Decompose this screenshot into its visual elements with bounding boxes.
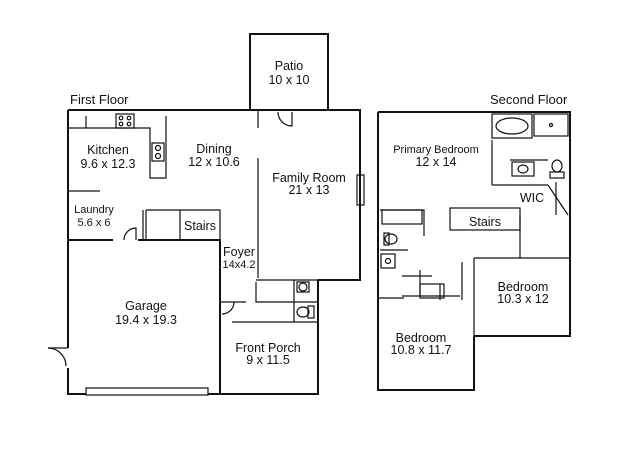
kitchen-label: Kitchen: [87, 143, 129, 157]
second-floor-walls: [377, 111, 571, 391]
first-floor-walls: [67, 33, 361, 395]
family-room-label: Family Room: [272, 171, 346, 185]
primary-bedroom-label: Primary Bedroom: [393, 144, 479, 156]
dining-dims: 12 x 10.6: [188, 155, 239, 169]
bedroom-left-label: Bedroom: [396, 331, 447, 345]
front-porch-dims: 9 x 11.5: [246, 353, 290, 367]
foyer-label: Foyer: [223, 245, 255, 259]
bedroom-right-label: Bedroom: [498, 280, 549, 294]
patio-label: Patio: [275, 59, 304, 73]
laundry-label: Laundry: [74, 204, 114, 216]
kitchen-dims: 9.6 x 12.3: [81, 157, 136, 171]
stairs-first-label: Stairs: [184, 219, 216, 233]
foyer-dims: 14x4.2: [222, 259, 255, 271]
bedroom-left-dims: 10.8 x 11.7: [391, 343, 452, 357]
laundry-dims: 5.6 x 6: [77, 217, 110, 229]
patio-dims: 10 x 10: [268, 73, 309, 87]
garage-dims: 19.4 x 19.3: [115, 313, 177, 327]
second-floor-interior: [378, 113, 570, 336]
dining-label: Dining: [196, 142, 231, 156]
family-room-dims: 21 x 13: [288, 183, 329, 197]
first-floor-interior: [47, 110, 365, 396]
first-floor-title: First Floor: [70, 92, 129, 107]
front-porch-label: Front Porch: [235, 341, 300, 355]
bedroom-right-dims: 10.3 x 12: [497, 292, 548, 306]
garage-label: Garage: [125, 299, 167, 313]
wic-label: WIC: [520, 191, 544, 205]
primary-bedroom-dims: 12 x 14: [415, 155, 456, 169]
stairs-second-label: Stairs: [469, 215, 501, 229]
second-floor-title: Second Floor: [490, 92, 568, 107]
